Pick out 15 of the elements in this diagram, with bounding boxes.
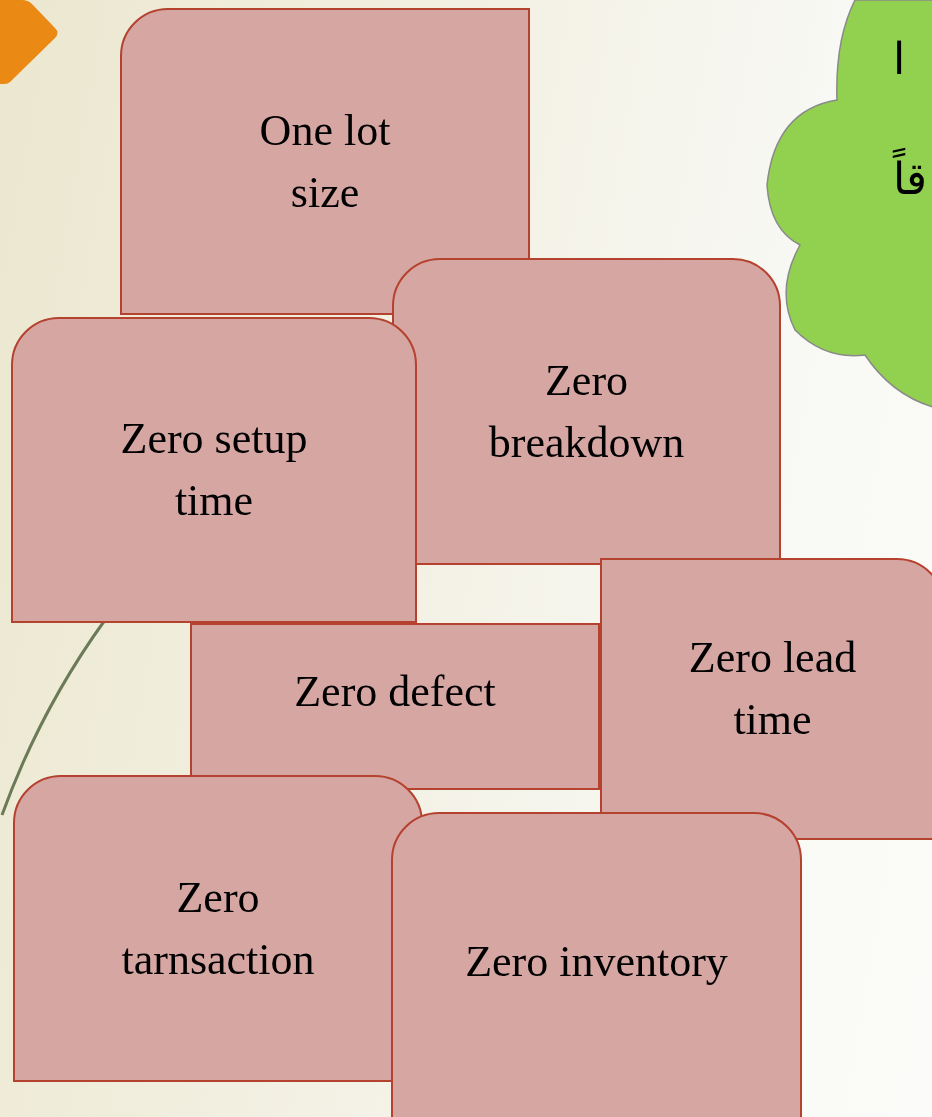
box-label: Zero breakdown [487,354,686,469]
box-label: Zero inventory [465,936,728,988]
box-label: Zero lead time [687,632,858,746]
box-label: Zero setup time [119,413,309,527]
process-box [190,623,600,790]
box-label: Zero tarnsaction [120,871,316,986]
process-box [13,775,423,1082]
process-box [11,317,417,623]
process-box [120,8,530,315]
process-box [391,812,802,1117]
box-label: One lot size [258,104,392,219]
cloud-text: قاً [893,150,927,210]
box-label: Zero defect [294,665,496,718]
cloud-text: ا [893,34,905,86]
process-box [600,558,932,840]
